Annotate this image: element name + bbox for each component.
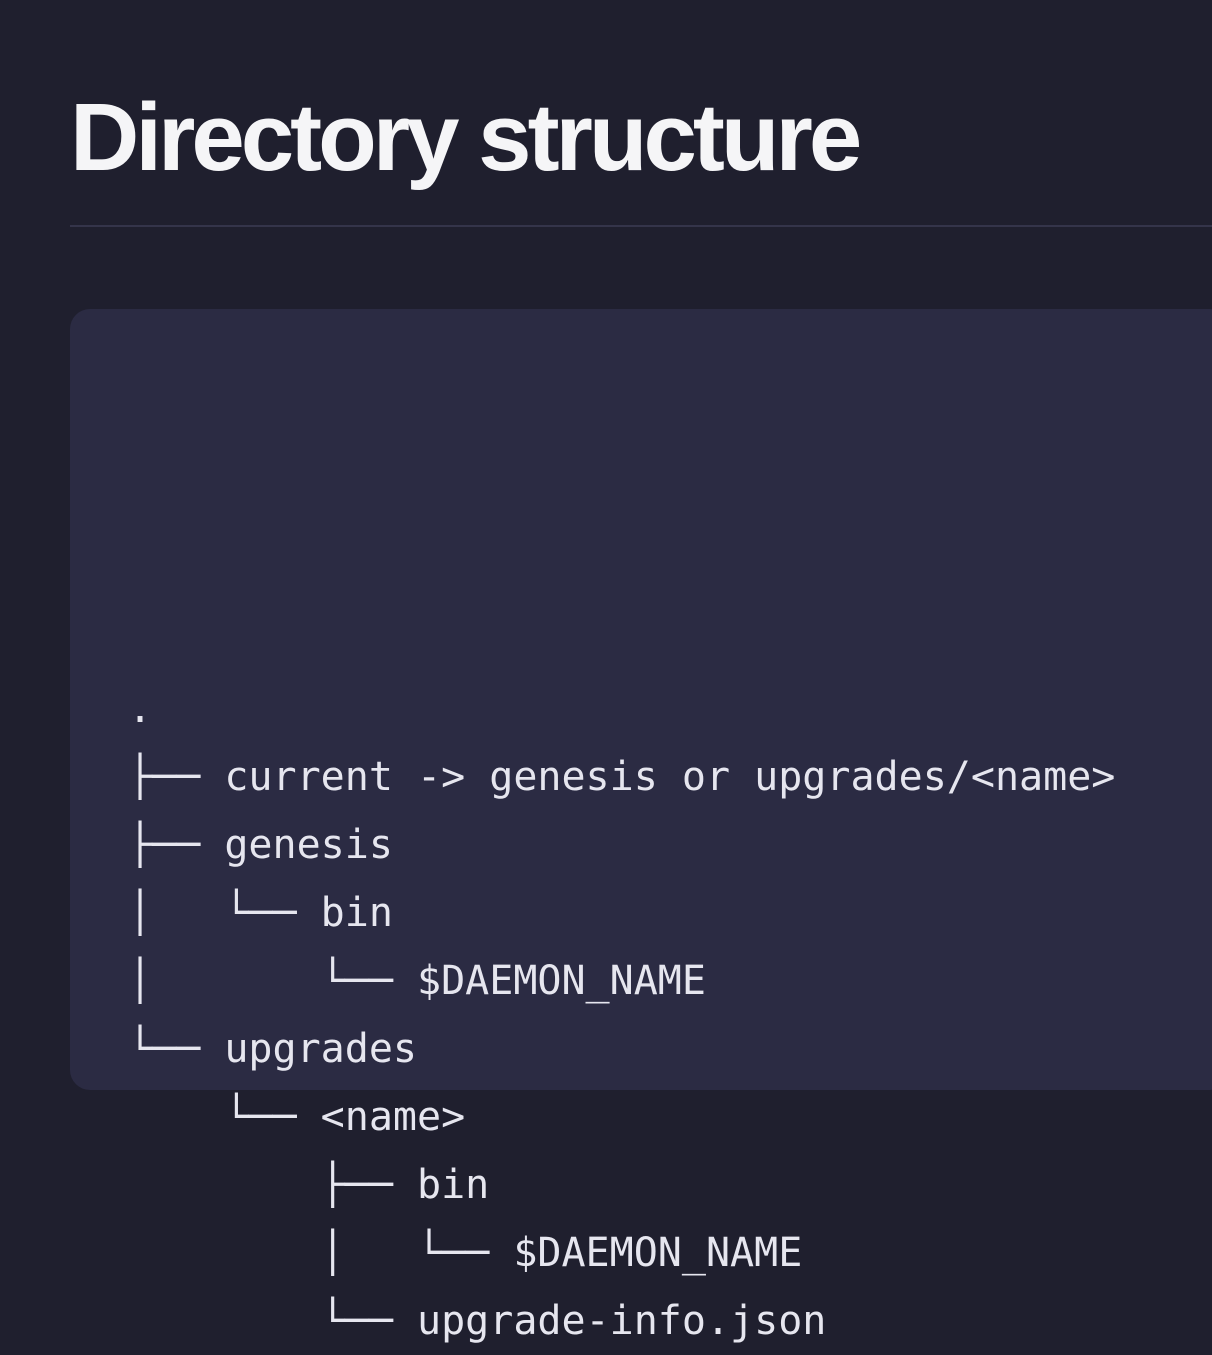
tree-line-current: ├── current -> genesis or upgrades/<name… xyxy=(128,754,1116,800)
tree-line-genesis-bin: │ └── bin xyxy=(128,890,393,936)
tree-line-upgrade-name: └── <name> xyxy=(128,1094,466,1140)
tree-line-upgrade-daemon: │ └── $DAEMON_NAME xyxy=(128,1230,803,1276)
tree-line-genesis-daemon: │ └── $DAEMON_NAME xyxy=(128,958,706,1004)
tree-line-upgrade-bin: ├── bin xyxy=(128,1162,490,1208)
tree-line-root: . xyxy=(128,686,153,732)
code-block: . ├── current -> genesis or upgrades/<nam… xyxy=(70,309,1212,1344)
page-title: Directory structure xyxy=(70,84,862,191)
title-divider xyxy=(70,225,1212,227)
tree-line-upgrade-info: └── upgrade-info.json xyxy=(128,1298,827,1344)
directory-tree: . ├── current -> genesis or upgrades/<nam… xyxy=(128,675,1115,1355)
tree-line-upgrades: └── upgrades xyxy=(128,1026,417,1072)
tree-line-genesis: ├── genesis xyxy=(128,822,393,868)
